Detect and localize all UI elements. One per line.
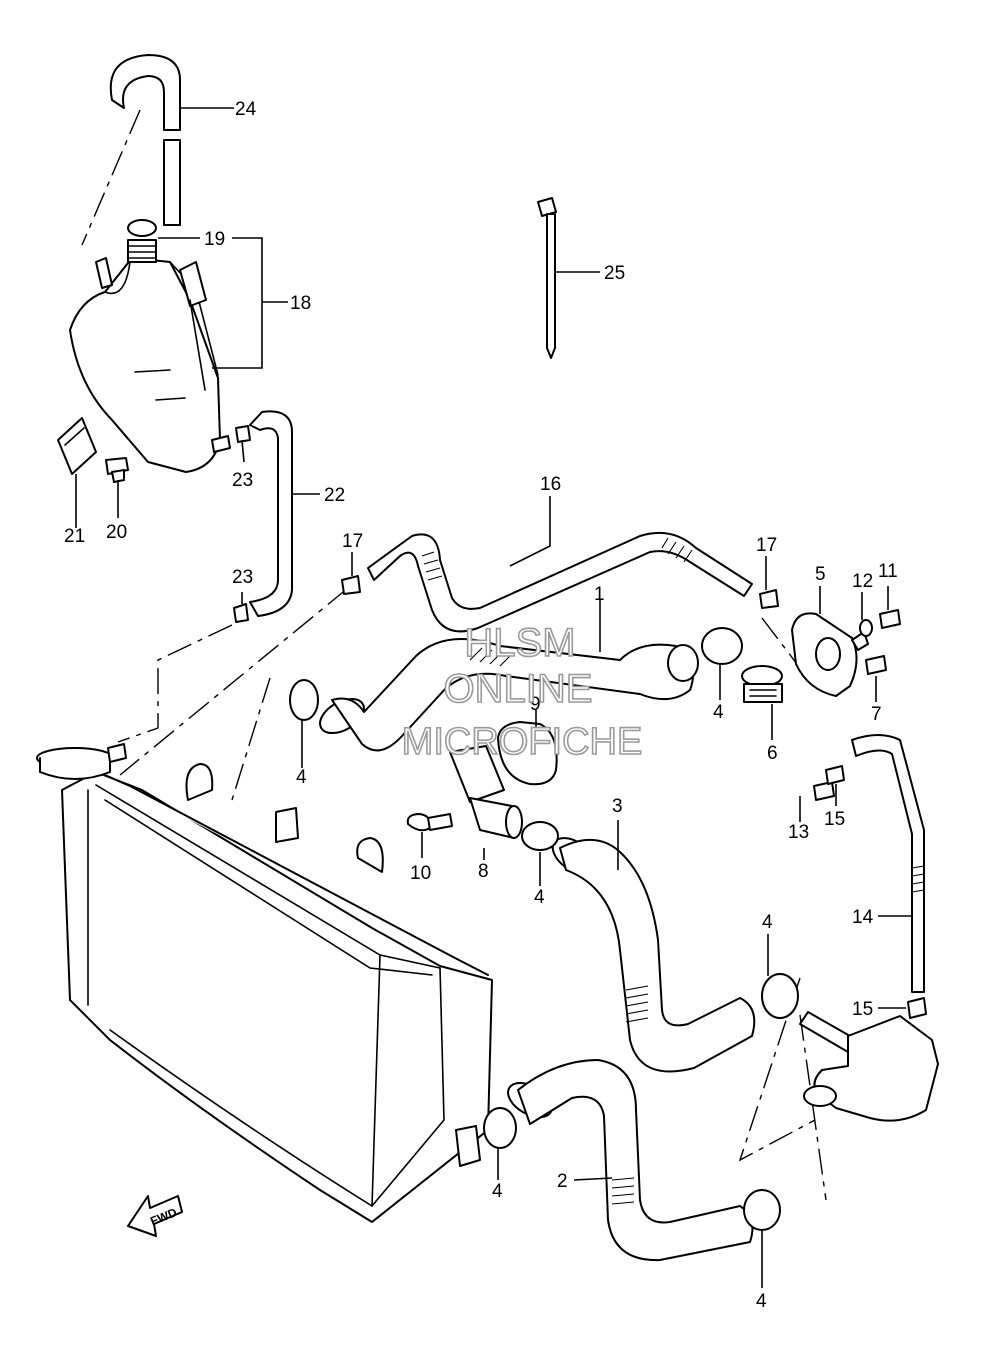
callout-16: 16 (540, 474, 561, 495)
part-15-clips (825, 765, 927, 1019)
part-18-reservoir-tank (69, 257, 231, 473)
watermark-line-3: MICROFICHE (402, 721, 643, 763)
callout-3: 3 (612, 796, 623, 817)
callout-4e: 4 (492, 1181, 503, 1202)
part-14-hose (851, 734, 925, 993)
part-20-bolt (105, 457, 129, 483)
callout-18: 18 (290, 293, 311, 314)
callout-13: 13 (788, 822, 809, 843)
callout-1: 1 (594, 584, 605, 605)
leader-lines (75, 107, 912, 1288)
callout-6: 6 (767, 743, 778, 764)
callout-4b: 4 (713, 702, 724, 723)
part-10-bolt (406, 813, 453, 832)
part-23-clips (233, 425, 251, 623)
part-11-bolt (879, 609, 901, 629)
callout-15b: 15 (852, 999, 873, 1020)
callouts: 24 19 18 23 21 20 22 23 17 25 16 1 17 5 … (64, 99, 898, 1312)
callout-21: 21 (64, 526, 85, 547)
callout-25: 25 (604, 263, 625, 284)
part-25-cable-tie (537, 197, 557, 359)
callout-20: 20 (106, 522, 127, 543)
callout-2: 2 (557, 1171, 568, 1192)
part-1-hose (319, 637, 699, 752)
part-12-washer (859, 619, 873, 637)
water-pump (799, 1011, 939, 1122)
callout-19: 19 (204, 229, 225, 250)
callout-23a: 23 (232, 470, 253, 491)
part-24-breather-hose (109, 54, 181, 226)
callout-22: 22 (324, 485, 345, 506)
callout-17b: 17 (756, 535, 777, 556)
part-8-fitting (449, 745, 523, 839)
part-5-housing (791, 612, 869, 697)
part-19-cap (127, 219, 157, 263)
part-21-label (57, 417, 97, 475)
part-3-hose (551, 837, 756, 1073)
callout-5: 5 (815, 564, 826, 585)
part-7-bolt (865, 655, 887, 675)
callout-12: 12 (852, 571, 873, 592)
callout-4d: 4 (762, 912, 773, 933)
radiator (36, 743, 493, 1223)
part-6-thermostat (741, 665, 783, 703)
callout-4f: 4 (756, 1291, 767, 1312)
callout-4c: 4 (534, 887, 545, 908)
callout-4a: 4 (296, 767, 307, 788)
fwd-arrow: FWD (127, 1195, 183, 1237)
watermark-line-1: HLSM (464, 621, 575, 665)
callout-7: 7 (871, 704, 882, 725)
part-9-o-ring (497, 721, 558, 786)
assembly-lines (81, 109, 827, 1201)
callout-8: 8 (478, 861, 489, 882)
callout-17a: 17 (342, 531, 363, 552)
callout-14: 14 (852, 907, 874, 928)
part-2-hose (507, 1059, 754, 1262)
watermark-line-2: ONLINE (444, 667, 593, 711)
callout-24: 24 (235, 99, 257, 120)
part-4-clamps (289, 627, 799, 1231)
part-13-bolt (813, 781, 835, 801)
part-17-clips (341, 575, 779, 609)
watermark: HLSM ONLINE MICROFICHE (401, 620, 643, 764)
callout-10: 10 (410, 863, 431, 884)
callout-11: 11 (878, 561, 898, 582)
callout-23b: 23 (232, 567, 253, 588)
callout-15a: 15 (824, 809, 845, 830)
part-22-hose (249, 410, 293, 617)
callout-9: 9 (530, 694, 541, 715)
part-16-hose (367, 532, 753, 633)
